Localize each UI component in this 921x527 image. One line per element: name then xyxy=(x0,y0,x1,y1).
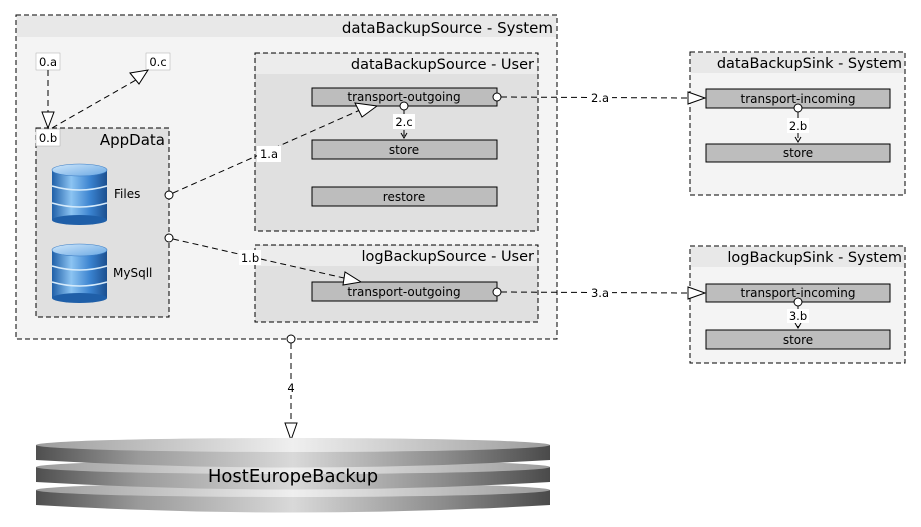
label-3a: 3.a xyxy=(591,286,609,300)
log-sink-store-label: store xyxy=(783,333,813,347)
restore-component: restore xyxy=(311,186,498,207)
log-transport-outgoing-label: transport-outgoing xyxy=(347,285,460,299)
log-sink-store-component: store xyxy=(705,329,891,350)
edge-4: 4 xyxy=(284,334,298,442)
files-label: Files xyxy=(114,187,140,201)
label-2b: 2.b xyxy=(789,119,807,133)
store-component: store xyxy=(311,139,498,160)
edge-3a: 3.a xyxy=(492,285,707,300)
edge-2c: 2.c xyxy=(393,101,415,139)
edge-0a-0b xyxy=(41,70,55,130)
files-database-icon xyxy=(51,163,108,225)
mysql-database-icon xyxy=(51,243,108,303)
transport-outgoing-label: transport-outgoing xyxy=(347,90,460,104)
label-0c: 0.c xyxy=(149,55,166,69)
source-system-title: dataBackupSource - System xyxy=(342,19,553,37)
label-2c: 2.c xyxy=(395,115,412,129)
appdata-port-2 xyxy=(164,233,174,243)
box-0a: 0.a xyxy=(35,52,61,71)
store-label: store xyxy=(389,143,419,157)
label-3b: 3.b xyxy=(789,309,807,323)
sink-store-label: store xyxy=(783,146,813,160)
host-europe-backup-storage-icon xyxy=(36,438,550,513)
transport-incoming-label: transport-incoming xyxy=(741,92,856,106)
appdata-title: AppData xyxy=(100,131,165,149)
log-sink-system-title: logBackupSink - System xyxy=(727,250,902,266)
restore-label: restore xyxy=(383,190,425,204)
host-europe-backup-label: HostEuropeBackup xyxy=(208,466,378,487)
label-2a: 2.a xyxy=(591,91,609,105)
edge-3b: 3.b xyxy=(787,297,809,329)
label-0a: 0.a xyxy=(39,55,57,69)
label-0b: 0.b xyxy=(39,131,57,145)
label-1a: 1.a xyxy=(260,147,278,161)
label-4: 4 xyxy=(287,381,294,395)
source-user-title: dataBackupSource - User xyxy=(351,57,534,73)
log-transport-incoming-component: transport-incoming xyxy=(705,283,891,303)
log-transport-outgoing-component: transport-outgoing xyxy=(311,281,498,302)
sink-store-component: store xyxy=(705,143,891,163)
edge-2a: 2.a xyxy=(492,90,707,105)
sink-system-title: dataBackupSink - System xyxy=(717,56,902,72)
mysql-label: MySqll xyxy=(113,266,152,280)
edge-2b: 2.b xyxy=(787,103,809,143)
log-user-title: logBackupSource - User xyxy=(361,249,534,265)
log-transport-incoming-label: transport-incoming xyxy=(741,286,856,300)
edge-0b-0c xyxy=(51,69,150,129)
box-0c: 0.c xyxy=(145,52,171,71)
edge-1b: 1.b xyxy=(172,238,363,286)
edge-1a: 1.a xyxy=(172,102,379,194)
files-port xyxy=(164,190,174,200)
label-1b: 1.b xyxy=(241,251,259,265)
